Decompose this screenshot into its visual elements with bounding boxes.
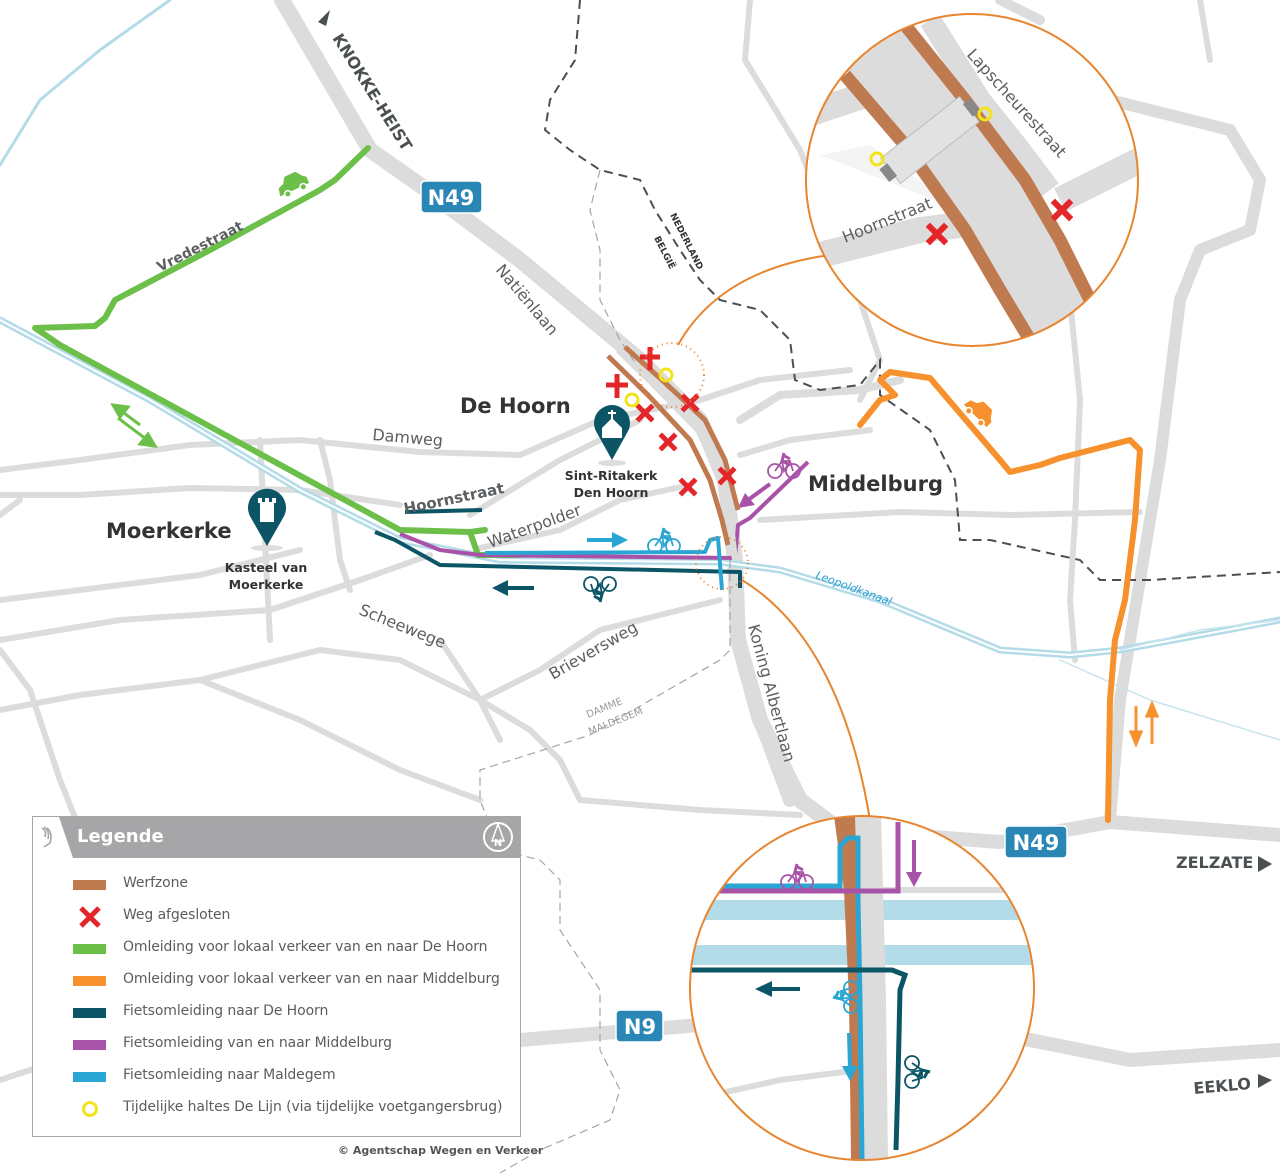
route-shield-n49-bottom: N49 xyxy=(1004,825,1068,859)
copyright: © Agentschap Wegen en Verkeer xyxy=(338,1144,544,1157)
bike-detour-de-hoorn xyxy=(374,508,742,588)
castle-pin xyxy=(248,488,286,551)
poi-castle-line1: Kasteel van xyxy=(225,560,308,575)
two-way-arrows-green xyxy=(110,403,158,448)
poi-church-line2: Den Hoorn xyxy=(574,485,649,500)
legend-item-bike-de-hoorn: Fietsomleiding naar De Hoorn xyxy=(33,1000,520,1032)
bike-detour-maldegem xyxy=(484,536,724,591)
street-vredestraat: Vredestraat xyxy=(155,218,247,275)
n49-center xyxy=(615,347,738,561)
legend-item-detour-middelburg: Omleiding voor lokaal verkeer van en naa… xyxy=(33,968,520,1000)
flemish-lion-logo-icon xyxy=(39,825,57,849)
canal-label: Leopoldkanaal xyxy=(814,569,894,609)
legend-title: Legende xyxy=(77,826,164,847)
bus-stops xyxy=(624,367,674,408)
legend-item-closed: Weg afgesloten xyxy=(33,904,520,936)
legend-items: Werfzone Weg afgesloten Omleiding voor l… xyxy=(33,872,520,1128)
closed-x-icon xyxy=(79,906,101,928)
svg-text:N49: N49 xyxy=(1013,831,1060,855)
route-shield-n9: N9 xyxy=(615,1009,664,1043)
legend-item-detour-de-hoorn: Omleiding voor lokaal verkeer van en naa… xyxy=(33,936,520,968)
legend-item-bus-stops: Tijdelijke haltes De Lijn (via tijdelijk… xyxy=(33,1096,520,1128)
bike-icon-blue xyxy=(646,519,682,555)
swatch-werfzone xyxy=(73,880,106,890)
svg-text:N: N xyxy=(494,838,502,849)
svg-text:EEKLO: EEKLO xyxy=(1193,1074,1252,1098)
direction-eeklo: EEKLO xyxy=(1193,1074,1272,1098)
svg-text:ZELZATE: ZELZATE xyxy=(1176,853,1253,872)
bus-stop-ring-icon xyxy=(82,1101,98,1117)
closed-road-markers xyxy=(606,347,737,497)
street-brieversweg: Brieversweg xyxy=(546,617,641,683)
legend: Legende N Werfzone Weg afgesloten Omleid… xyxy=(32,816,521,1137)
car-icon-orange xyxy=(960,393,998,431)
svg-text:N9: N9 xyxy=(624,1015,656,1039)
legend-item-werfzone: Werfzone xyxy=(33,872,520,904)
street-scheewege: Scheewege xyxy=(357,600,449,652)
inset-bridge-top: Lapscheurestraat Hoornstraat xyxy=(805,13,1139,347)
poi-church-line1: Sint-Ritakerk xyxy=(565,468,658,483)
base-roads xyxy=(0,0,1280,1083)
leopoldkanaal xyxy=(0,0,1280,741)
place-moerkerke: Moerkerke xyxy=(106,519,232,543)
legend-item-bike-middelburg: Fietsomleiding van en naar Middelburg xyxy=(33,1032,520,1064)
church-pin xyxy=(594,405,631,466)
two-way-arrows-orange xyxy=(1128,700,1160,748)
municipal-border xyxy=(479,169,731,1173)
north-arrow-icon: N xyxy=(482,821,514,853)
route-shield-n49-top: N49 xyxy=(420,180,483,214)
poi-castle-line2: Moerkerke xyxy=(229,577,304,592)
bike-icon-teal xyxy=(582,575,618,611)
zoom-marker-top xyxy=(639,342,705,408)
legend-item-bike-maldegem: Fietsomleiding naar Maldegem xyxy=(33,1064,520,1096)
national-border xyxy=(543,0,1280,581)
detour-middelburg xyxy=(857,369,1143,823)
place-middelburg: Middelburg xyxy=(808,472,943,496)
bike-arrows xyxy=(492,482,772,596)
legend-header: Legende N xyxy=(33,817,520,858)
inset-bridge-bottom xyxy=(689,815,1035,1161)
direction-zelzate: ZELZATE xyxy=(1176,853,1272,872)
zoom-marker-bottom xyxy=(695,536,749,590)
place-de-hoorn: De Hoorn xyxy=(460,394,571,418)
svg-text:N49: N49 xyxy=(428,186,475,210)
